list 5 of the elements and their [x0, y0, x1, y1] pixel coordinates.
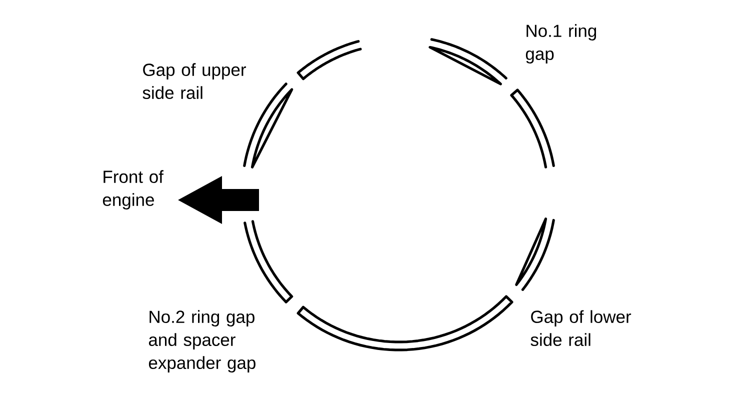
- gap-label: No.2 ring gap and spacer expander gap: [148, 310, 256, 372]
- gap-label: Gap of lower side rail: [530, 310, 632, 346]
- gap-label: No.1 ring gap: [526, 24, 596, 64]
- gap-label: Gap of upper side rail: [142, 63, 246, 100]
- gap-label: Front of engine: [102, 170, 164, 210]
